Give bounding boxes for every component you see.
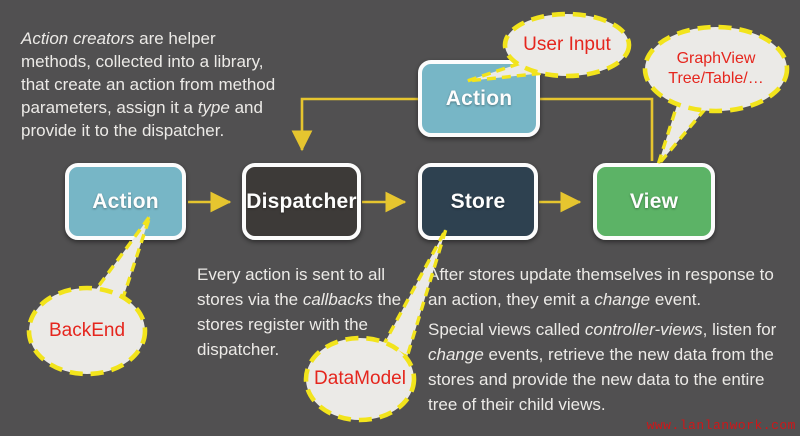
store-box-label: Store xyxy=(450,189,506,213)
graphview-label-line2: Tree/Table/… xyxy=(668,70,764,87)
store-box: Store xyxy=(418,163,538,240)
action-box-top-label: Action xyxy=(445,86,513,110)
view-box: View xyxy=(593,163,715,240)
action-box-left-label: Action xyxy=(92,189,159,213)
datamodel-label: DataModel xyxy=(314,368,406,389)
watermark: www.lanlanwork.com xyxy=(646,418,796,433)
user-input-label: User Input xyxy=(523,34,611,55)
graphview-label-line1: GraphView xyxy=(676,50,756,67)
special-views-note: Special views called controller-views, l… xyxy=(428,320,777,414)
action-box-left: Action xyxy=(65,163,186,240)
backend-label: BackEnd xyxy=(48,320,126,341)
graphview-label: GraphView Tree/Table/… xyxy=(645,27,787,111)
dispatcher-box-label: Dispatcher xyxy=(246,189,357,213)
after-stores-note: After stores update themselves in respon… xyxy=(428,265,774,309)
dispatcher-box: Dispatcher xyxy=(242,163,361,240)
view-box-label: View xyxy=(629,189,679,213)
